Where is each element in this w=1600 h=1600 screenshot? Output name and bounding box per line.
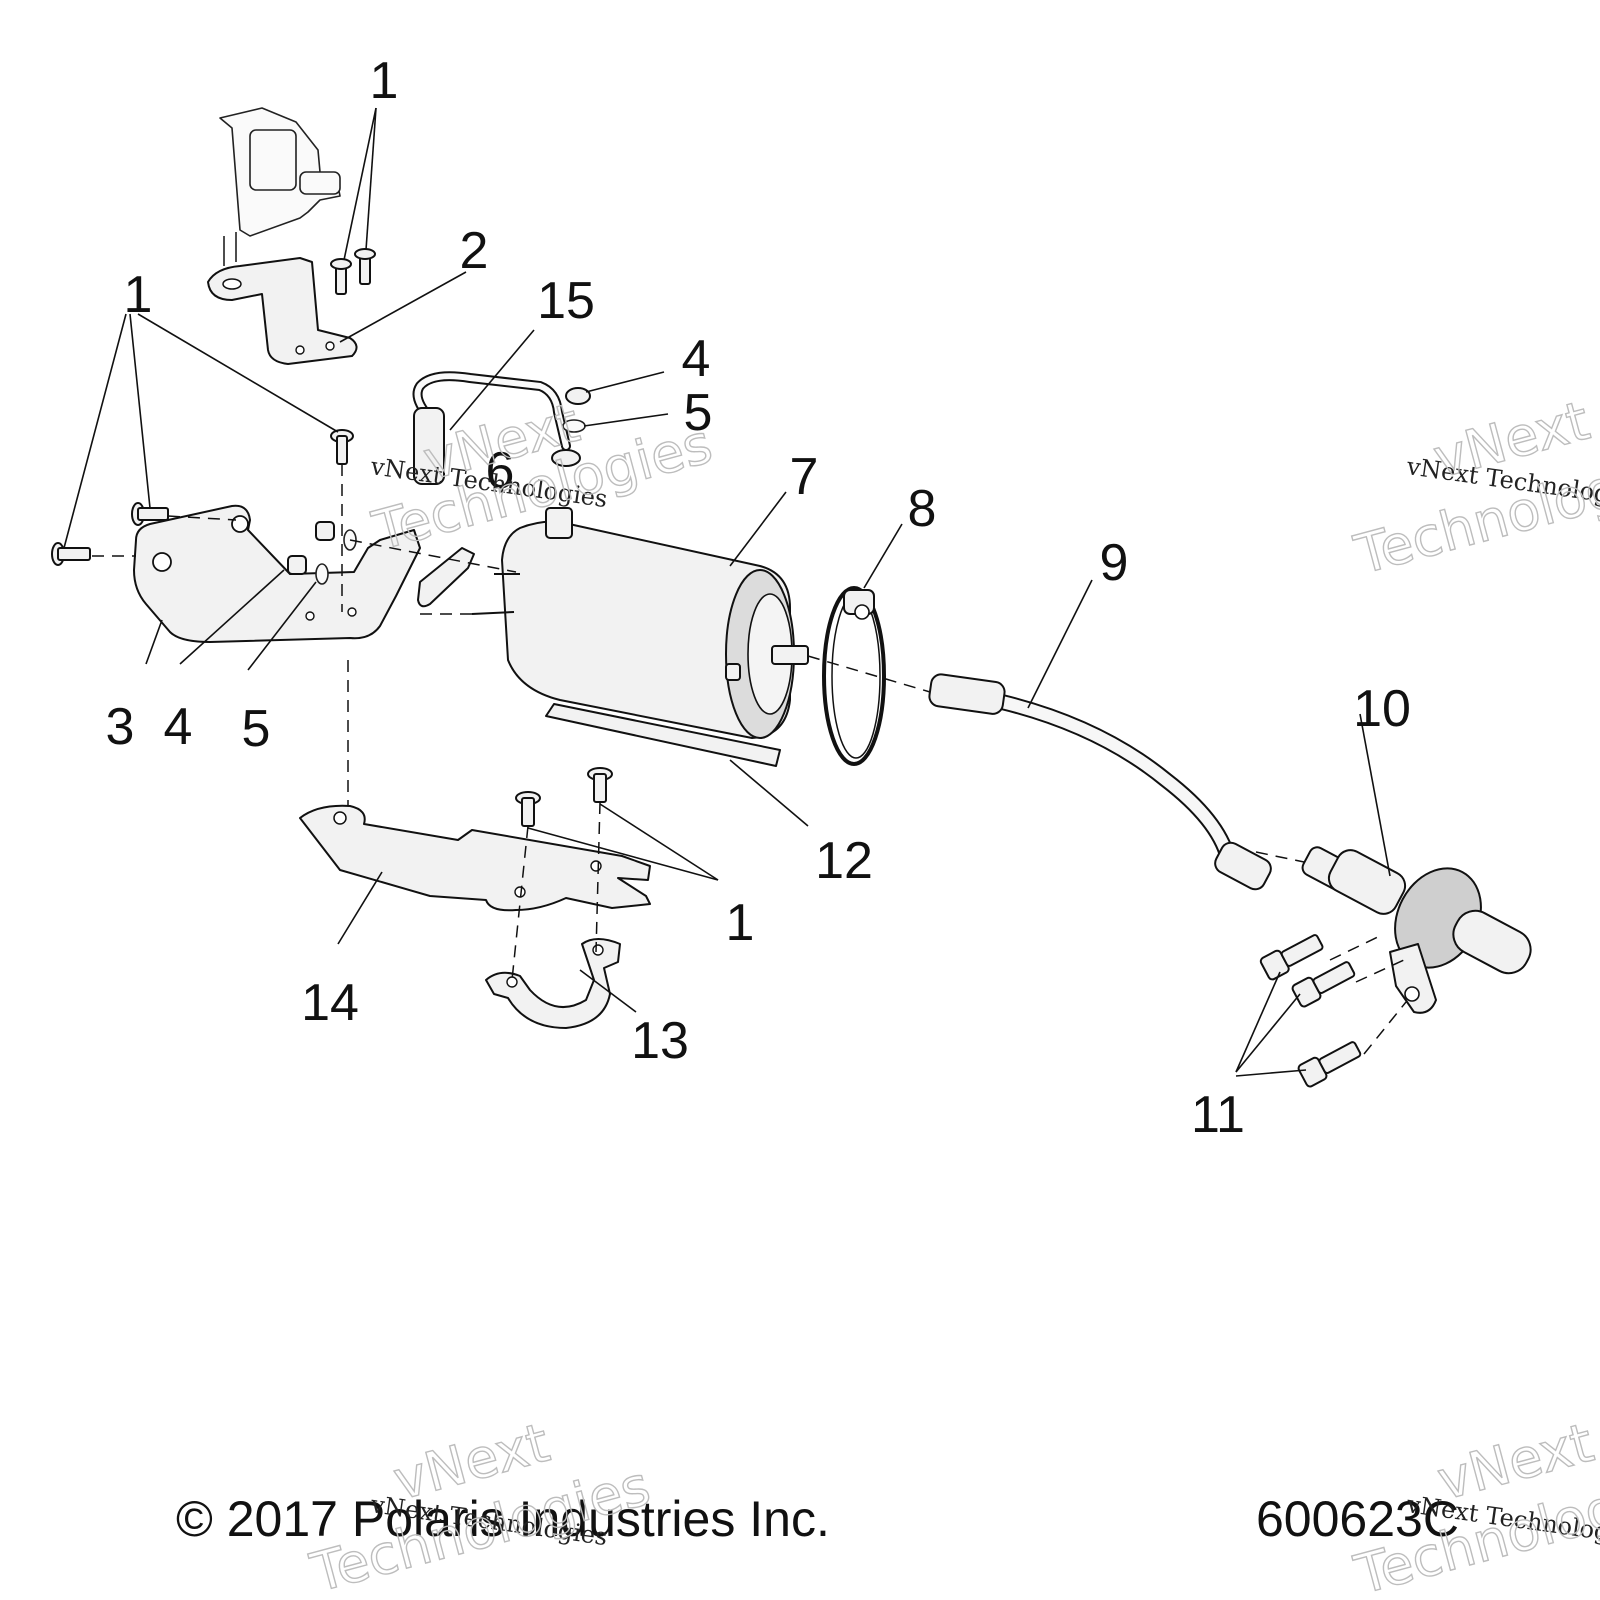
- callout-12: 12: [815, 832, 873, 890]
- callout-1-bottom: 1: [726, 894, 755, 952]
- terminal-plate: [417, 547, 475, 608]
- screw-pair-top: [330, 248, 376, 295]
- callout-9: 9: [1100, 534, 1129, 592]
- starter-motor: [471, 507, 809, 739]
- callout-3: 3: [106, 698, 135, 756]
- callout-2: 2: [460, 222, 489, 280]
- figure-number: 600623C: [1256, 1491, 1459, 1547]
- callout-15: 15: [537, 272, 595, 330]
- callout-6: 6: [486, 442, 515, 500]
- ground-cable: [412, 371, 581, 485]
- callout-11: 11: [1191, 1086, 1245, 1144]
- nut-washer-top: [562, 387, 591, 433]
- callout-5-bottom: 5: [242, 700, 271, 758]
- footer: © 2017 Polaris Industries Inc. 600623C: [176, 1491, 1459, 1547]
- assembly-lines: [92, 464, 1407, 1055]
- callout-1-left: 1: [124, 266, 153, 324]
- insulator-pad: [545, 703, 781, 767]
- screw-pair-bottom: [515, 767, 613, 827]
- screw-left-lower: [51, 542, 91, 566]
- callout-13: 13: [631, 1012, 689, 1070]
- callout-14: 14: [301, 974, 359, 1032]
- lower-support-bracket: [299, 804, 651, 912]
- leader-lines: [63, 107, 1391, 1077]
- callout-10: 10: [1353, 680, 1411, 738]
- callout-labels: 1 2 1 15 4 5 6 7 8 9 3 4 5 10 12 1 14 13…: [106, 52, 1411, 1144]
- callout-4-bottom: 4: [164, 698, 193, 756]
- callout-5-top: 5: [684, 384, 713, 442]
- copyright-text: © 2017 Polaris Industries Inc.: [176, 1491, 830, 1547]
- screw-bracket-top: [330, 429, 354, 465]
- starter-drive-assembly: [1301, 846, 1532, 1014]
- callout-8: 8: [908, 480, 937, 538]
- starter-mounting-bracket: [133, 504, 421, 643]
- solenoid-bracket: [207, 257, 358, 365]
- screw-left-upper: [131, 502, 169, 526]
- hose-clamp: [822, 586, 886, 766]
- callout-7: 7: [790, 448, 819, 506]
- cap-screws: [1259, 934, 1362, 1088]
- starter-cable: [928, 673, 1272, 891]
- callout-1-top: 1: [370, 52, 399, 110]
- solenoid-assembly: [219, 107, 341, 266]
- callout-4-top: 4: [682, 330, 711, 388]
- strap-clamp: [485, 938, 621, 1029]
